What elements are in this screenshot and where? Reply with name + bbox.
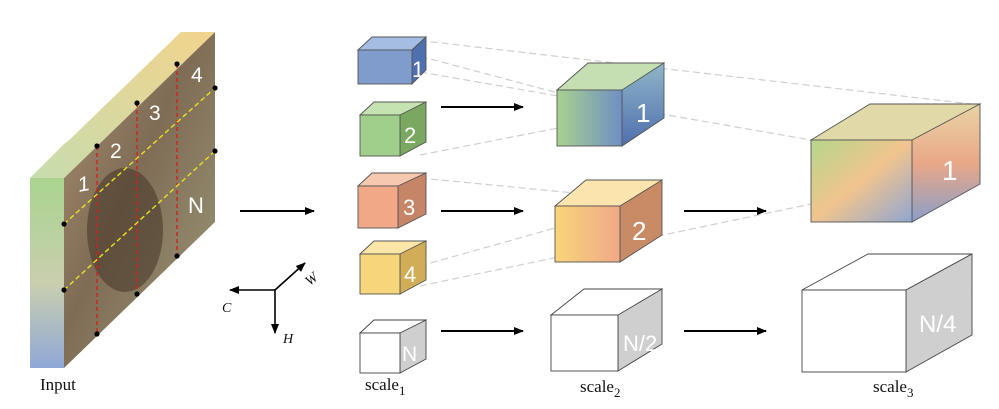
yellow-divider-2 [63, 150, 216, 291]
scale2-cube-1-label: 1 [636, 98, 650, 128]
scale2-caption: scale2 [580, 377, 620, 400]
scale2-cube-1: 1 [555, 62, 666, 147]
scale1-cube-1-label: 1 [412, 57, 424, 82]
input-side-face [30, 178, 64, 368]
scale3-cube-n4: N/4 [801, 253, 973, 373]
divider-dots [61, 61, 218, 337]
input-region-1: 1 [78, 172, 90, 197]
axis-c-label: C [222, 301, 232, 316]
axis-h-label: H [282, 332, 294, 347]
scale3-cube-1-label: 1 [942, 155, 958, 186]
scale1-caption: scale1 [365, 375, 405, 398]
scale3-caption: scale3 [873, 377, 913, 400]
input-slab: 1 2 3 4 N [30, 32, 218, 368]
scale2-cube-n2: N/2 [549, 288, 664, 372]
scale2-cube-2-label: 2 [632, 216, 646, 246]
input-region-n: N [188, 193, 204, 218]
scale1-cube-1: 1 [356, 35, 428, 86]
scale2-cube-n2-label: N/2 [623, 331, 657, 356]
bear-shape [87, 168, 163, 292]
axis-w-label: W [303, 269, 323, 289]
scale1-cube-n-label: N [402, 343, 417, 366]
scale1-cube-2-label: 2 [404, 123, 416, 148]
scale2-cube-2: 2 [553, 179, 664, 263]
input-region-2: 2 [110, 140, 122, 163]
input-caption: Input [40, 375, 76, 394]
scale1-cube-3-label: 3 [403, 195, 415, 220]
scale1-cube-2: 2 [358, 101, 428, 157]
scale3-cube-1: 1 [809, 103, 982, 223]
yellow-divider-1 [63, 87, 216, 225]
axes-indicator [229, 262, 306, 334]
scale1-cube-3: 3 [356, 172, 428, 229]
scale1-cube-n: N [358, 319, 428, 374]
input-region-3: 3 [149, 102, 161, 125]
scale1-cube-4: 4 [358, 240, 428, 295]
input-region-4: 4 [191, 64, 203, 87]
scale3-cube-n4-label: N/4 [919, 311, 956, 338]
scale1-cube-4-label: 4 [404, 262, 416, 287]
input-top-strip [30, 32, 215, 178]
